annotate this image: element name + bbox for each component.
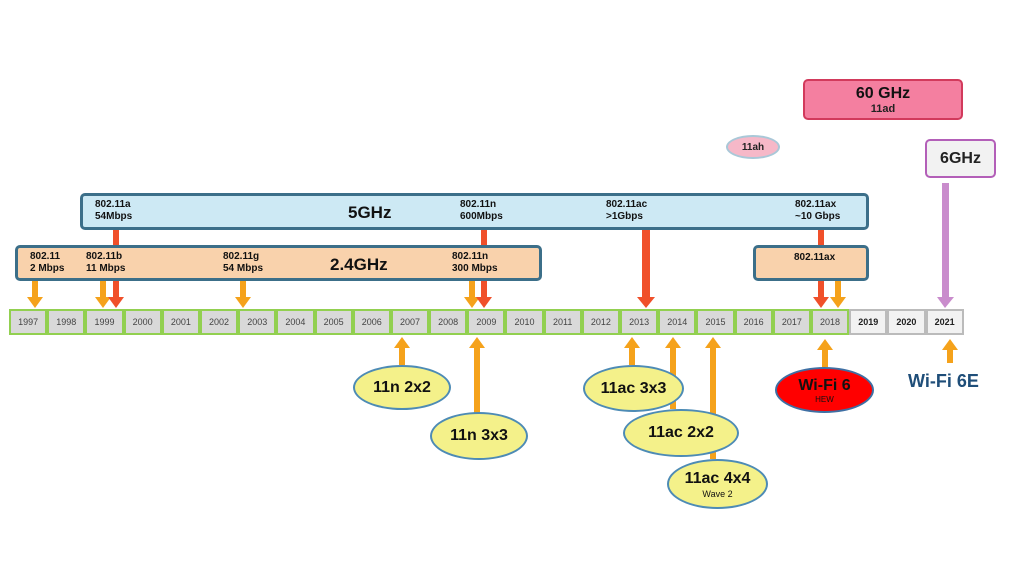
arrow-802-11ac-down	[637, 230, 655, 308]
year-2001: 2001	[161, 309, 200, 335]
oval-11ac-4x4: 11ac 4x4 Wave 2	[667, 459, 768, 509]
oval-11ac-3x3: 11ac 3x3	[583, 365, 684, 412]
arrow-6ghz-down	[937, 183, 954, 308]
wifi6-oval: Wi-Fi 6 HEW	[775, 367, 874, 413]
arrow-11n-3x3-up	[469, 337, 485, 413]
std-802-11-rate: 2 Mbps	[30, 263, 65, 274]
wifi6-label: Wi-Fi 6	[798, 376, 851, 394]
std-802-11b: 802.11b 11 Mbps	[86, 251, 125, 275]
year-2020: 2020	[887, 309, 926, 335]
std-802-11: 802.11 2 Mbps	[30, 251, 64, 275]
year-2012: 2012	[581, 309, 620, 335]
std-802-11n-24ghz-name: 802.11n	[452, 251, 489, 262]
year-1999: 1999	[85, 309, 124, 335]
arrow-11n-2x2-up	[394, 337, 410, 365]
std-802-11n-5ghz-rate: 600Mbps	[460, 211, 503, 222]
ghz60-title: 60 GHz	[855, 84, 911, 102]
ghz6-label: 6GHz	[940, 149, 981, 167]
std-802-11ac-name: 802.11ac	[606, 199, 648, 210]
year-2003: 2003	[238, 309, 277, 335]
year-2021: 2021	[925, 309, 964, 335]
band-24ghz: 2.4GHz	[15, 245, 542, 281]
year-2005: 2005	[314, 309, 353, 335]
oval-11n-3x3-label: 11n 3x3	[450, 427, 508, 444]
std-802-11n-5ghz: 802.11n 600Mbps	[460, 199, 503, 223]
year-2002: 2002	[199, 309, 239, 335]
year-2019: 2019	[849, 309, 888, 335]
arrow-wifi6-up	[817, 339, 833, 367]
year-2015: 2015	[696, 309, 735, 335]
year-2017: 2017	[772, 309, 811, 335]
year-2008: 2008	[429, 309, 468, 335]
std-802-11a: 802.11a 54Mbps	[95, 199, 132, 223]
ah-label: 11ah	[741, 141, 765, 153]
oval-11n-3x3: 11n 3x3	[430, 412, 528, 460]
arrow-802-11-down	[27, 281, 43, 308]
band-ax-24ghz: 802.11ax	[753, 245, 869, 281]
std-802-11b-name: 802.11b	[86, 251, 123, 262]
std-802-11ax-5ghz: 802.11ax ~10 Gbps	[795, 199, 840, 223]
year-2006: 2006	[352, 309, 391, 335]
std-802-11n-24ghz: 802.11n 300 Mbps	[452, 251, 498, 275]
year-2018: 2018	[810, 309, 850, 335]
year-2004: 2004	[276, 309, 315, 335]
arrow-802-11ax-24-down	[830, 281, 846, 308]
ah-badge: 11ah	[726, 135, 780, 159]
oval-11ac-4x4-sub: Wave 2	[702, 488, 733, 499]
band-24ghz-label: 2.4GHz	[330, 255, 388, 274]
band-5ghz-label: 5GHz	[348, 203, 392, 222]
std-802-11a-name: 802.11a	[95, 199, 131, 210]
oval-11ac-2x2-label: 11ac 2x2	[648, 424, 714, 441]
std-802-11g-rate: 54 Mbps	[223, 263, 264, 274]
wifi6-sub: HEW	[815, 394, 834, 404]
arrow-11ac-3x3-up	[624, 337, 640, 365]
year-1997: 1997	[9, 309, 48, 335]
year-2014: 2014	[658, 309, 697, 335]
std-802-11n-5ghz-name: 802.11n	[460, 199, 497, 210]
year-1998: 1998	[47, 309, 86, 335]
std-802-11ac: 802.11ac >1Gbps	[606, 199, 647, 223]
oval-11ac-4x4-label: 11ac 4x4	[684, 469, 751, 487]
oval-11n-2x2-label: 11n 2x2	[373, 378, 431, 396]
std-802-11ax-24ghz-label: 802.11ax	[794, 252, 836, 263]
year-2007: 2007	[390, 309, 430, 335]
oval-11n-2x2: 11n 2x2	[353, 365, 451, 410]
std-802-11ax-5ghz-name: 802.11ax	[795, 199, 837, 210]
wifi6e-label: Wi-Fi 6E	[908, 371, 979, 391]
arrow-802-11g-down	[235, 281, 251, 308]
oval-11ac-3x3-label: 11ac 3x3	[600, 379, 667, 397]
arrow-802-11b-down	[95, 281, 111, 308]
arrow-wifi6e-up	[942, 339, 958, 363]
std-802-11b-rate: 11 Mbps	[86, 263, 126, 274]
std-802-11-name: 802.11	[30, 251, 61, 262]
std-802-11ax-5ghz-rate: ~10 Gbps	[795, 211, 841, 222]
arrow-11ac-4x4-up	[705, 337, 721, 459]
ghz6-box: 6GHz	[925, 139, 996, 178]
year-2009: 2009	[467, 309, 506, 335]
arrow-802-11n-24-down	[464, 281, 480, 308]
std-802-11g: 802.11g 54 Mbps	[223, 251, 263, 275]
year-2013: 2013	[620, 309, 659, 335]
year-timeline: 1997 1998 1999 2000 2001 2002 2003 2004 …	[9, 309, 964, 335]
year-2011: 2011	[543, 309, 582, 335]
std-802-11ac-rate: >1Gbps	[606, 211, 643, 222]
ghz60-sub: 11ad	[870, 102, 896, 115]
ghz60-box: 60 GHz 11ad	[803, 79, 963, 120]
year-2016: 2016	[734, 309, 773, 335]
oval-11ac-2x2: 11ac 2x2	[623, 409, 739, 457]
year-2010: 2010	[505, 309, 544, 335]
year-2000: 2000	[123, 309, 162, 335]
band-5ghz: 5GHz	[80, 193, 869, 230]
std-802-11g-name: 802.11g	[223, 251, 260, 262]
std-802-11n-24ghz-rate: 300 Mbps	[452, 263, 498, 274]
std-802-11a-rate: 54Mbps	[95, 211, 133, 222]
